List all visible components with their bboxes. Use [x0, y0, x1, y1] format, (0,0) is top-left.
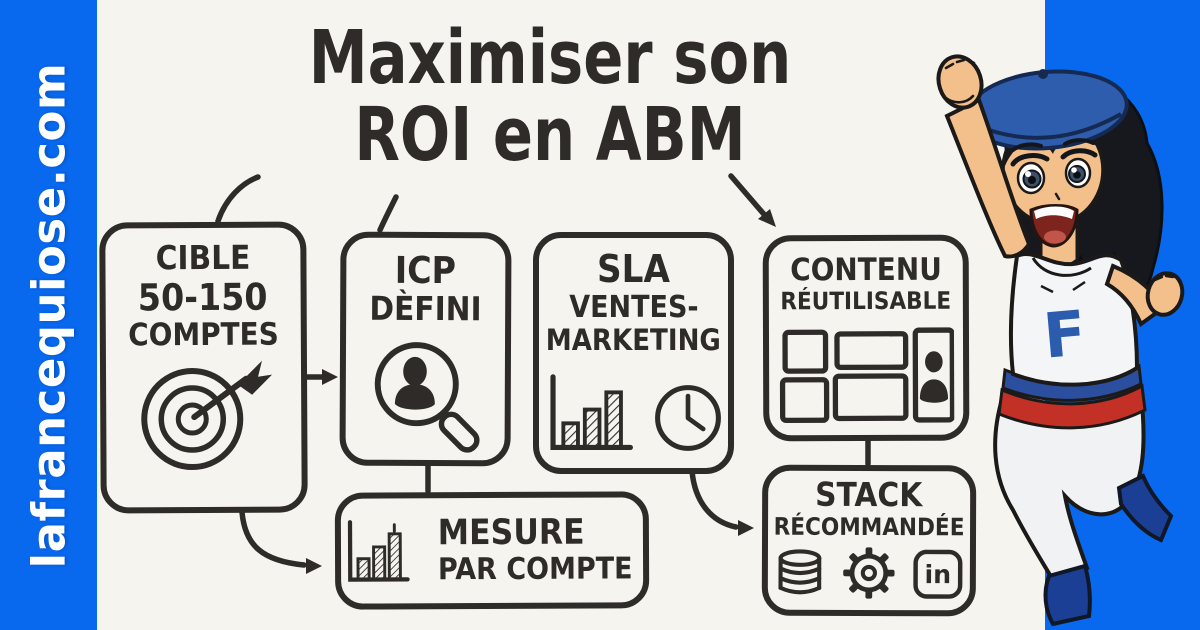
- raised-fist: [936, 54, 984, 110]
- icp-line-1: ICP: [395, 248, 457, 293]
- database-icon: [778, 549, 822, 595]
- connector-cible-to-mesure: [239, 509, 307, 568]
- icp-line-2: DÈFINI: [369, 289, 482, 329]
- step-box-mesure: MESURE PAR COMPTE: [334, 491, 650, 610]
- linkedin-label: in: [925, 560, 952, 589]
- gear-icon: [843, 547, 895, 599]
- arrow-fletching: [237, 360, 272, 395]
- boot-back: [1116, 473, 1174, 543]
- collarbone-lines: [1040, 280, 1086, 294]
- content-grid-icon: [779, 327, 955, 423]
- bar-chart-icon: [347, 519, 410, 582]
- sla-line-2: VENTES-: [568, 289, 699, 325]
- mascot-girl: F: [936, 54, 1185, 627]
- connector-title-to-contenu: [728, 173, 771, 222]
- eyes: [1010, 148, 1098, 195]
- connector-sla-to-stack: [689, 468, 739, 530]
- stack-line-1: STACK: [815, 474, 923, 515]
- right-arm: [1104, 263, 1166, 328]
- arrowhead-icp: [322, 369, 338, 385]
- linkedin-icon: in: [913, 549, 963, 599]
- bar-chart-icon: [549, 374, 633, 450]
- step-box-sla: SLA VENTES- MARKETING: [533, 232, 734, 474]
- magnifier-handle: [438, 411, 480, 453]
- shirt-letter: F: [1040, 296, 1089, 372]
- arrowhead-contenu: [758, 209, 776, 227]
- title-line-2: ROI en ABM: [354, 91, 746, 178]
- title-line-1: Maximiser son: [308, 15, 792, 101]
- magnifier-person-icon: [374, 342, 480, 453]
- mesure-line-1: MESURE: [437, 512, 585, 554]
- cible-line-3: COMPTES: [127, 316, 279, 354]
- step-box-contenu: CONTENU RÉUTILISABLE: [762, 234, 970, 442]
- belt-red: [997, 383, 1147, 430]
- boot-front: [1043, 563, 1092, 627]
- cible-line-1: CIBLE: [155, 237, 251, 278]
- mouth: [1029, 204, 1079, 248]
- mesure-text-column: MESURE PAR COMPTE: [427, 512, 644, 588]
- sla-line-3: MARKETING: [545, 323, 722, 358]
- mesure-line-2: PAR COMPTE: [437, 551, 633, 588]
- neckline: [1031, 257, 1092, 277]
- connector-title-to-icp: [377, 194, 399, 233]
- nose: [1054, 192, 1061, 201]
- page-title: Maximiser son ROI en ABM: [225, 20, 875, 174]
- clock-icon: [654, 385, 721, 451]
- arrowhead-mesure: [306, 558, 322, 574]
- arrowhead-stack: [738, 520, 754, 536]
- step-box-stack: STACK RÉCOMMANDÉE: [761, 464, 977, 617]
- target-arrow-icon: [140, 360, 272, 471]
- raised-arm: [944, 97, 1032, 259]
- connector-title-to-cible: [215, 174, 261, 224]
- right-fist: [1145, 271, 1185, 317]
- site-url-vertical-text: lafrancequiose.com: [22, 62, 76, 568]
- eyebrows: [1011, 138, 1095, 152]
- step-box-icp: ICP DÈFINI: [339, 231, 512, 467]
- cible-line-2: 50-150: [138, 275, 269, 320]
- person-icon: [925, 350, 943, 372]
- sla-line-1: SLA: [597, 247, 670, 291]
- left-frame-bar: lafrancequiose.com: [0, 0, 97, 630]
- step-box-cible: CIBLE 50-150 COMPTES: [99, 221, 308, 514]
